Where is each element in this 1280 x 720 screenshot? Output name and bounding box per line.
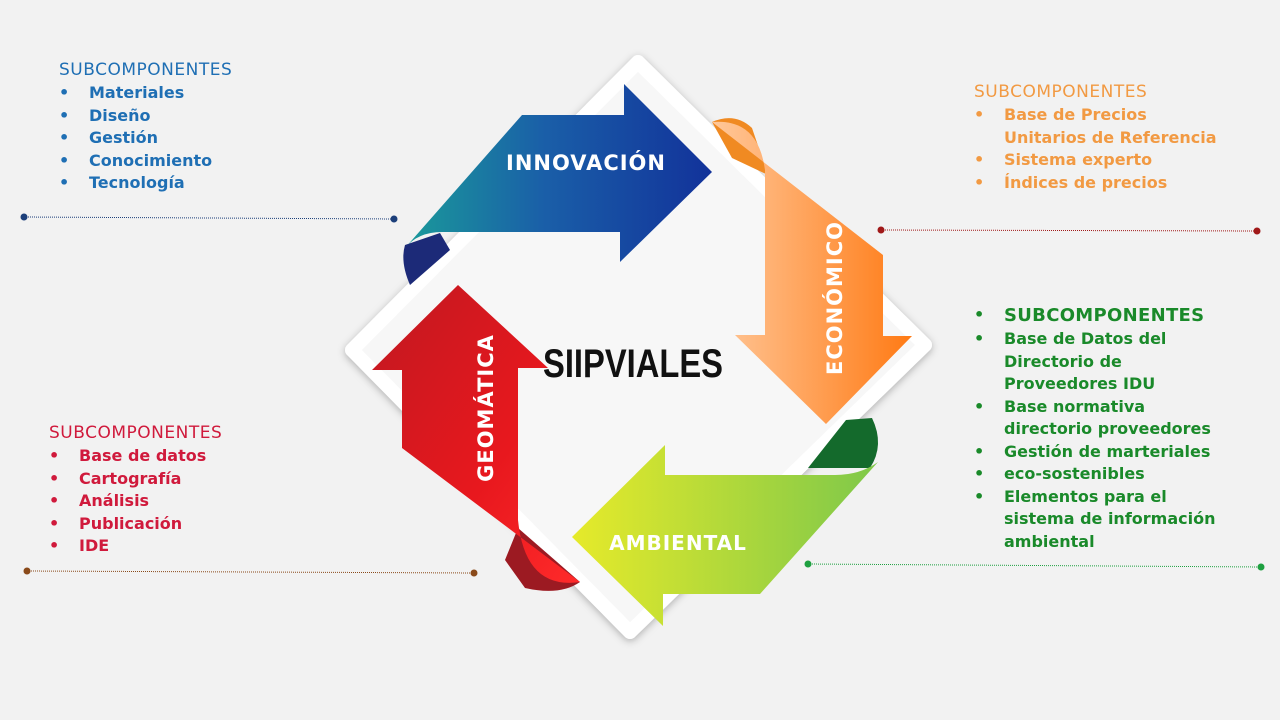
list-item: Base normativa directorio proveedores <box>974 396 1214 441</box>
subcomponents-heading: SUBCOMPONENTES <box>974 82 1148 102</box>
connector-economico <box>877 226 1261 235</box>
subcomponents-geomatica: SUBCOMPONENTES Base de datos Cartografía… <box>49 423 222 558</box>
list-item: Base de Datos del Directorio de Proveedo… <box>974 328 1184 396</box>
subcomponents-list: Materiales Diseño Gestión Conocimiento T… <box>59 82 232 195</box>
list-item: eco-sostenibles <box>974 463 1244 486</box>
subcomponents-list: Base de datos Cartografía Análisis Publi… <box>49 445 222 558</box>
list-item: Cartografía <box>49 468 222 491</box>
ambiental-label: AMBIENTAL <box>609 531 747 555</box>
subcomponents-ambiental: SUBCOMPONENTES Base de Datos del Directo… <box>974 305 1244 553</box>
connector-geomatica <box>23 567 478 577</box>
list-item: Índices de precios <box>974 172 1234 195</box>
ambiental-arrow-fold <box>808 418 879 468</box>
innovacion-arrow <box>405 84 712 262</box>
list-item: Sistema experto <box>974 149 1234 172</box>
list-item: Gestión <box>59 127 232 150</box>
subcomponents-heading: SUBCOMPONENTES <box>49 423 223 443</box>
list-item: Base de datos <box>49 445 222 468</box>
subcomponents-economico: SUBCOMPONENTES Base de Precios Unitarios… <box>974 82 1234 194</box>
geomatica-arrow <box>372 285 580 583</box>
innovacion-arrow-fold <box>403 233 450 285</box>
connector-ambiental <box>804 560 1265 571</box>
list-item: Elementos para el sistema de información… <box>974 486 1224 554</box>
center-title: SIIPVIALES <box>543 342 723 386</box>
connector-innovacion <box>20 213 398 223</box>
innovacion-label: INNOVACIÓN <box>506 150 666 175</box>
subcomponents-innovacion: SUBCOMPONENTES Materiales Diseño Gestión… <box>59 60 232 195</box>
list-item: Publicación <box>49 513 222 536</box>
list-item: Tecnología <box>59 172 232 195</box>
subcomponents-heading: SUBCOMPONENTES <box>59 60 233 80</box>
economico-label: ECONÓMICO <box>822 221 847 375</box>
list-item: Conocimiento <box>59 150 232 173</box>
subcomponents-list: Base de Precios Unitarios de Referencia … <box>974 104 1234 194</box>
list-item: Análisis <box>49 490 222 513</box>
subcomponents-heading: SUBCOMPONENTES <box>1004 305 1205 326</box>
ambiental-arrow <box>572 445 878 626</box>
list-item: Base de Precios Unitarios de Referencia <box>974 104 1234 149</box>
list-item: Gestión de marteriales <box>974 441 1244 464</box>
list-item: Diseño <box>59 105 232 128</box>
subcomponents-list: Base de Datos del Directorio de Proveedo… <box>974 328 1244 553</box>
economico-arrow <box>712 121 912 424</box>
list-item: IDE <box>49 535 222 558</box>
list-item: Materiales <box>59 82 232 105</box>
geomatica-label: GEOMÁTICA <box>473 334 498 482</box>
